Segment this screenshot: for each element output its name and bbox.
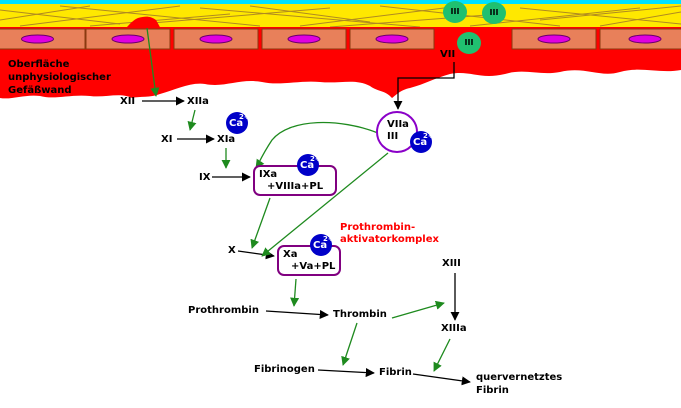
vessel-wall-label-line-2: unphysiologischer — [8, 72, 111, 83]
fiber-11 — [89, 13, 231, 27]
tenase-complex-box: IXa +VIIIa+PL — [253, 165, 337, 196]
arrow-thrombin-activates-xiii — [391, 300, 445, 319]
arrow-thrombin-activates-fibrinogen — [341, 322, 358, 366]
thrombin-label: Thrombin — [333, 309, 387, 320]
factor-xiii: XIII — [442, 258, 461, 269]
fiber-13 — [329, 13, 501, 28]
calcium-charge: 2+ — [423, 132, 434, 140]
platelet-factor-iii-3: III — [457, 32, 481, 54]
cell-nucleus-2 — [199, 34, 233, 44]
calcium-symbol: Ca — [229, 118, 244, 129]
fiber-0 — [0, 9, 121, 25]
crosslinked-fibrin-label-line-1: quervernetztes — [476, 372, 563, 383]
factor-xiia: XIIa — [187, 96, 209, 107]
complex-xa-line-1: Xa — [283, 249, 298, 260]
complex-viia-line-2: III — [387, 131, 399, 142]
arrow-surface-activates-xii — [146, 27, 160, 97]
adventitia-layer — [0, 4, 681, 29]
fiber-9 — [599, 11, 681, 27]
arrow-fibrinogen-to-fibrin — [317, 368, 375, 378]
arrow-x-to-xa — [237, 250, 275, 260]
fiber-4 — [199, 7, 421, 28]
fiber-2 — [59, 5, 261, 27]
cell-nucleus-5 — [537, 34, 571, 44]
arrow-prothrombin-to-thrombin — [265, 309, 329, 320]
factor-vii: VII — [440, 49, 456, 60]
complex-ixa-line-1: IXa — [259, 169, 278, 180]
arrow-xa-activates-prothrombin — [290, 278, 300, 307]
cell-nucleus-0 — [21, 34, 54, 44]
arrow-vii-to-viia — [393, 62, 455, 110]
fiber-14 — [539, 5, 681, 21]
calcium-symbol: Ca — [413, 137, 428, 148]
fiber-1 — [19, 5, 181, 27]
cascade-arrows — [142, 27, 471, 386]
top-band — [0, 0, 681, 4]
endothelial-cells — [0, 28, 681, 50]
platelet-factor-iii-1: III — [443, 1, 467, 23]
arrow-xiia-activates-xi — [187, 109, 197, 131]
prothrombinase-complex-box: Xa +Va+PL — [277, 245, 341, 276]
crosslinked-fibrin-label-line-2: Fibrin — [476, 385, 509, 396]
cell-nucleus-6 — [628, 34, 662, 44]
factor-xiiia: XIIIa — [441, 323, 467, 334]
calcium-charge: 2+ — [310, 155, 321, 163]
prothrombinase-label-line-1: Prothrombin- — [340, 222, 416, 233]
prothrombin-label: Prothrombin — [188, 305, 259, 316]
factor-xia: XIa — [217, 134, 236, 145]
complex-xa-line-2: +Va+PL — [291, 261, 336, 272]
arrow-viia-activates-ix — [255, 121, 379, 169]
fiber-12 — [249, 5, 371, 23]
fiber-8 — [519, 7, 681, 25]
arrow-xiiia-crosslinks-fibrin — [433, 338, 451, 372]
cell-nucleus-3 — [287, 34, 321, 44]
factor-xi: XI — [161, 134, 173, 145]
calcium-symbol: Ca — [313, 240, 328, 251]
arrow-ixa-activates-x — [250, 197, 271, 249]
cell-nucleus-4 — [375, 34, 409, 44]
cell-nucleus-1 — [111, 34, 145, 44]
calcium-charge: 2+ — [239, 113, 250, 121]
fiber-5 — [299, 5, 461, 27]
arrow-viia-activates-x — [261, 152, 389, 257]
vessel-wall-label-line-3: Gefäßwand — [8, 85, 72, 96]
calcium-charge: 2+ — [323, 235, 334, 243]
fiber-10 — [0, 5, 91, 21]
vessel-wall-label-line-1: Oberfläche — [8, 59, 70, 70]
fibrinogen-label: Fibrinogen — [254, 364, 315, 375]
factor-x: X — [228, 245, 236, 256]
fibrin-label: Fibrin — [379, 367, 412, 378]
arrow-fibrin-to-crosslinked — [412, 373, 471, 386]
calcium-symbol: Ca — [300, 160, 315, 171]
factor-ix: IX — [199, 172, 211, 183]
platelet-factor-iii-2: III — [482, 2, 506, 24]
prothrombinase-label-line-2: aktivatorkomplex — [340, 234, 439, 245]
complex-viia-line-1: VIIa — [387, 119, 409, 130]
complex-ixa-line-2: +VIIIa+PL — [267, 181, 324, 192]
fiber-3 — [139, 7, 331, 25]
factor-xii: XII — [120, 96, 136, 107]
